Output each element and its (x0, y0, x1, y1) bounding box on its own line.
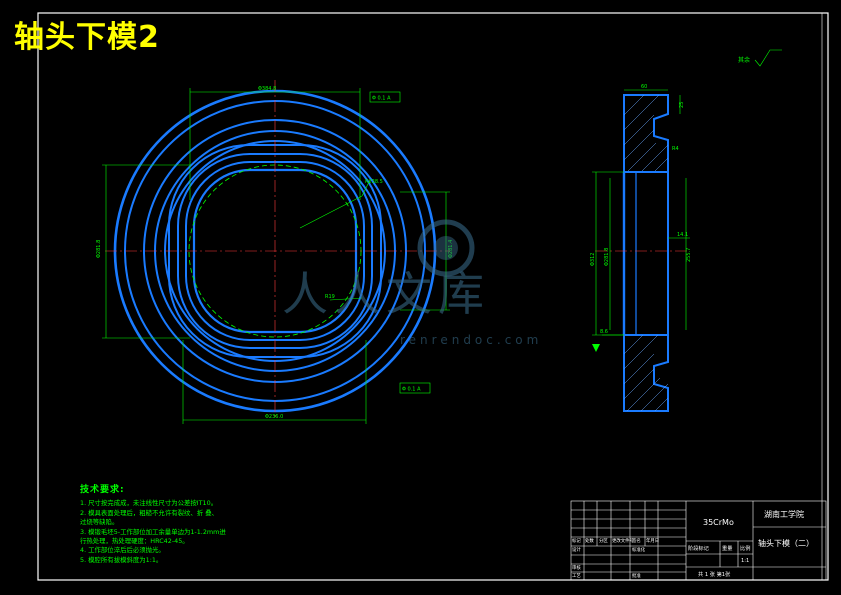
tb-material: 35CrMo (703, 518, 734, 527)
tb-row-sign: 签名 (632, 537, 641, 544)
front-dimension-text: Φ384.8 Φ 0.1 A Φ 0.1 A Φ236.0 Φ281.8 Φ28… (96, 86, 454, 420)
dim-bottom: Φ236.0 (265, 414, 283, 420)
note-line: 1. 尺寸按完成成，未注线性尺寸为公差按IT10。 (80, 499, 218, 508)
tb-design: 设计 (572, 546, 581, 553)
roughness-symbol (754, 49, 782, 67)
side-dim-141: 14.1 (677, 232, 688, 238)
dim-top: Φ384.8 (258, 86, 276, 92)
side-dim-25: 25 (679, 102, 685, 108)
note-line: 5. 模腔所有拔模斜度为1:1。 (80, 555, 163, 564)
tb-approve: 批准 (632, 572, 641, 579)
tb-check: 审核 (572, 564, 581, 571)
section-hatching (623, 94, 669, 412)
watermark-url: renrendoc.com (400, 333, 543, 347)
title-block-text: 35CrMo 湖南工学院 轴头下模（二） 阶段标记 重量 比例 1:1 共 1 … (572, 509, 814, 579)
note-line: 2. 模具表面处理后，粗糙不允许有裂纹、折 叠、 (80, 508, 218, 517)
tb-row-change: 更改文件号 (612, 537, 635, 544)
front-dimensions (102, 88, 450, 424)
dim-tol-bottom: Φ 0.1 A (402, 387, 421, 393)
dim-tol-top: Φ 0.1 A (372, 96, 391, 102)
dim-radius: R238.5 (365, 179, 383, 185)
tb-row-count: 处数 (585, 537, 594, 544)
section-body (623, 171, 669, 336)
tb-sheet-info: 共 1 张 第1张 (698, 570, 731, 578)
side-dim-top: 60 (641, 84, 647, 90)
side-dim-2557: 255.7 (686, 248, 692, 262)
note-line: 4. 工作部位淬后后必须抛光。 (80, 546, 165, 555)
note-line: 过烧等缺陷。 (80, 518, 119, 527)
drawing-border (37, 12, 829, 581)
datum-symbol (592, 344, 600, 352)
side-dim-2818: Φ281.8 (604, 248, 610, 266)
tb-row-date: 年月日 (646, 537, 659, 544)
side-dim-86: 8.6 (600, 329, 608, 335)
section-upper (623, 94, 669, 173)
tb-row-mark: 标记 (572, 537, 581, 544)
tb-standard: 标准化 (632, 546, 646, 553)
technical-notes: 技术要求: 1. 尺寸按完成成，未注线性尺寸为公差按IT10。 2. 模具表面处… (80, 485, 226, 565)
side-dimensions (592, 89, 690, 336)
watermark-logo (417, 219, 475, 277)
tb-drawing-name: 轴头下模（二） (758, 538, 814, 548)
tb-weight-label: 重量 (722, 544, 732, 552)
watermark-brand: 人人文库 (282, 267, 490, 321)
dim-right: Φ281.4 (448, 240, 454, 258)
dim-r19: R19 (325, 294, 335, 300)
section-lower (623, 334, 669, 412)
title-block (570, 500, 827, 581)
front-centerlines (105, 80, 450, 420)
tb-scale-label: 比例 (740, 544, 750, 552)
tb-process: 工艺 (572, 573, 581, 579)
side-view: 60 25 R4 14.1 8.6 Φ312 Φ281.8 255.7 (590, 84, 692, 412)
note-line: 3. 模锻毛坯5-工作部位加工余量单边为1-1.2mm进 (80, 527, 226, 536)
drawing-title: 轴头下模2 (14, 20, 160, 55)
note-line: 行热处理，热处理硬度：HRC42-45。 (80, 537, 189, 546)
side-dim-312: Φ312 (590, 253, 596, 266)
notes-heading: 技术要求: (80, 485, 125, 495)
tb-row-zone: 分区 (599, 537, 608, 544)
dim-left: Φ281.8 (96, 240, 102, 258)
tb-scale: 1:1 (741, 558, 749, 564)
tb-school: 湖南工学院 (764, 509, 804, 519)
side-dimension-text: 60 25 R4 14.1 8.6 Φ312 Φ281.8 255.7 (590, 84, 692, 335)
side-dim-r4: R4 (672, 146, 679, 152)
roughness-note: 其余 (738, 56, 750, 64)
tb-stage-label: 阶段标记 (688, 544, 709, 552)
